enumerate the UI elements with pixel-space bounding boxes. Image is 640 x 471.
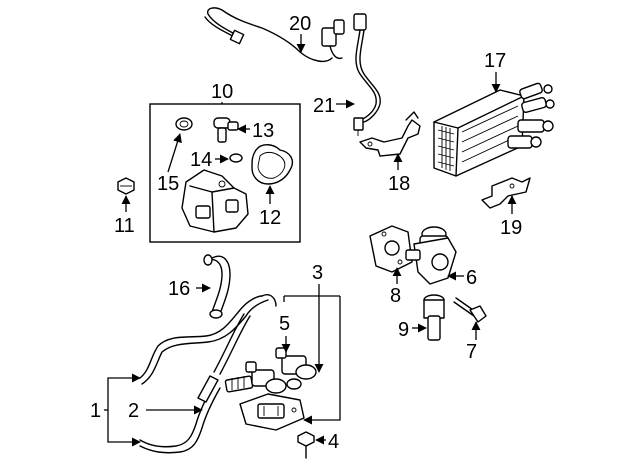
part-5-solenoid-valve bbox=[275, 347, 317, 380]
callout-15: 15 bbox=[157, 173, 179, 195]
callout-6: 6 bbox=[466, 267, 477, 289]
part-10-purge-valve-housing bbox=[181, 169, 249, 233]
callout-10: 10 bbox=[211, 81, 233, 103]
part-20-oxygen-sensor-harness bbox=[204, 7, 367, 63]
part-15-o-ring bbox=[175, 117, 193, 131]
part-8-egr-gasket bbox=[369, 225, 413, 273]
part-11-bolt bbox=[117, 177, 135, 195]
callout-9: 9 bbox=[398, 319, 409, 341]
leader-1 bbox=[104, 373, 141, 447]
part-12-gasket bbox=[251, 144, 294, 185]
callout-17: 17 bbox=[484, 50, 506, 72]
callout-4: 4 bbox=[328, 431, 339, 453]
callout-13: 13 bbox=[252, 120, 274, 142]
part-7-egr-bolt bbox=[453, 297, 487, 323]
callout-3: 3 bbox=[312, 262, 323, 284]
callout-19: 19 bbox=[500, 217, 522, 239]
part-3-solenoid-bracket bbox=[239, 393, 305, 431]
callout-14: 14 bbox=[190, 149, 212, 171]
part-9-egr-tube bbox=[423, 294, 445, 341]
part-18-bracket bbox=[359, 111, 421, 157]
part-1-vapor-line bbox=[139, 294, 277, 454]
part-6-egr-valve bbox=[405, 226, 457, 285]
callout-18: 18 bbox=[388, 173, 410, 195]
part-3-solenoid-valve bbox=[245, 361, 302, 394]
leader-15 bbox=[167, 133, 182, 173]
part-16-hose bbox=[203, 254, 231, 319]
leader-3 bbox=[283, 284, 341, 425]
part-21-oxygen-sensor bbox=[353, 29, 381, 136]
part-4-bolt bbox=[297, 431, 315, 459]
callout-5: 5 bbox=[279, 313, 290, 335]
callout-2: 2 bbox=[128, 400, 139, 422]
callout-11: 11 bbox=[114, 215, 135, 237]
callout-7: 7 bbox=[466, 341, 477, 363]
part-19-canister-bracket bbox=[481, 177, 531, 209]
callout-8: 8 bbox=[390, 285, 401, 307]
group-box-10 bbox=[149, 103, 301, 243]
part-13-valve bbox=[213, 117, 239, 143]
callout-12: 12 bbox=[259, 207, 281, 229]
part-14-seal bbox=[229, 153, 243, 163]
callout-16: 16 bbox=[168, 278, 190, 300]
part-2-vapor-hose-clip bbox=[224, 375, 254, 393]
part-17-vapor-canister bbox=[433, 82, 555, 177]
callout-21: 21 bbox=[313, 95, 335, 117]
callout-1: 1 bbox=[90, 400, 101, 422]
callout-20: 20 bbox=[289, 13, 311, 35]
